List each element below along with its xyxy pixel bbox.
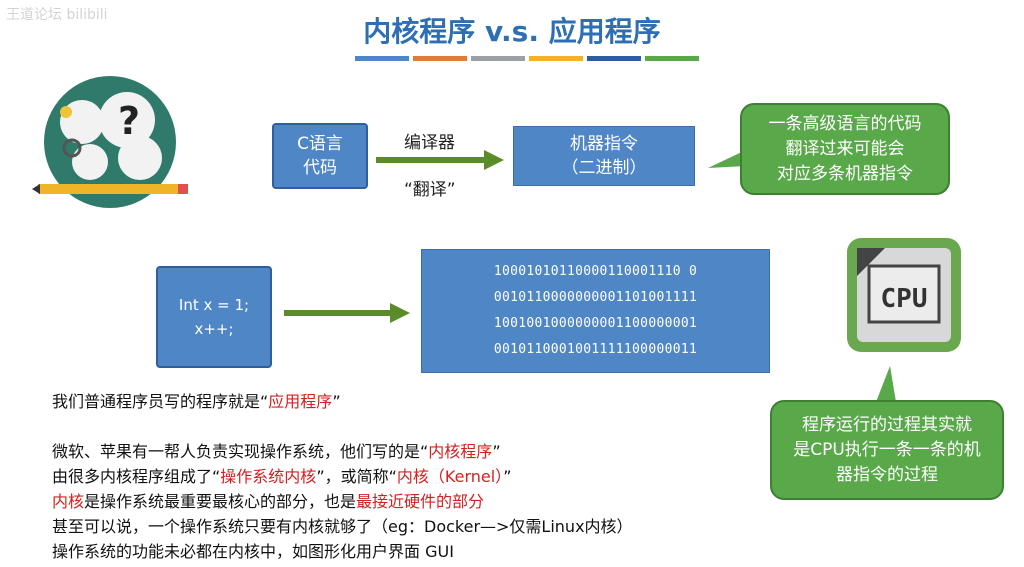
machine-instruction-box: 机器指令 （二进制） xyxy=(513,126,695,186)
compile-arrow xyxy=(376,150,504,170)
color-bar xyxy=(645,56,699,61)
highlight-kernel-program: 内核程序 xyxy=(428,442,493,461)
callout-pointer-bottom xyxy=(876,366,896,402)
color-bar xyxy=(355,56,409,61)
highlight-application: 应用程序 xyxy=(268,392,333,411)
color-bar xyxy=(471,56,525,61)
color-bar xyxy=(413,56,467,61)
body-line-1: 我们普通程序员写的程序就是“应用程序” xyxy=(52,392,341,411)
highlight-os-kernel: 操作系统内核 xyxy=(220,467,317,486)
callout-top-line-3: 对应多条机器指令 xyxy=(777,163,913,184)
c-code-scroll: C语言 代码 xyxy=(272,123,368,189)
c-code-label-2: 代码 xyxy=(303,158,337,178)
c-code-label-1: C语言 xyxy=(297,134,343,154)
highlight-kernel-word: 内核 xyxy=(52,492,85,511)
callout-bottom-line-2: 是CPU执行一条一条的机 xyxy=(793,439,981,460)
color-bar xyxy=(587,56,641,61)
int-code-scroll: Int x = 1; x++; xyxy=(156,266,272,368)
watermark: 王道论坛 bilibili xyxy=(6,7,108,23)
binary-line: 0010110000000001101001111 xyxy=(493,290,698,305)
callout-bottom-line-3: 器指令的过程 xyxy=(835,464,938,485)
binary-line: 1001001000000001100000001 xyxy=(493,316,698,331)
translate-label: “翻译” xyxy=(404,180,456,200)
binary-line: 10001010110000110001110 0 xyxy=(493,264,698,279)
slide-title: 内核程序 v.s. 应用程序 xyxy=(363,15,661,48)
callout-top-line-1: 一条高级语言的代码 xyxy=(768,113,922,134)
highlight-kernel: 内核（Kernel） xyxy=(396,467,504,486)
binary-label: （二进制） xyxy=(561,158,647,178)
highlight-hardware: 最接近硬件的部分 xyxy=(356,492,485,511)
body-line-3: 由很多内核程序组成了“操作系统内核”，或简称“内核（Kernel）” xyxy=(52,467,512,486)
svg-text:?: ? xyxy=(118,99,140,143)
body-line-2: 微软、苹果有一帮人负责实现操作系统，他们写的是“内核程序” xyxy=(52,442,501,461)
callout-pointer xyxy=(708,150,746,168)
color-bar xyxy=(529,56,583,61)
body-line-4: 内核是操作系统最重要最核心的部分，也是最接近硬件的部分 xyxy=(52,492,485,511)
callout-bottom-line-1: 程序运行的过程其实就 xyxy=(801,414,972,435)
callout-top-line-2: 翻译过来可能会 xyxy=(785,138,905,159)
cpu-text: CPU xyxy=(881,284,928,314)
body-line-6: 操作系统的功能未必都在内核中，如图形化用户界面 GUI xyxy=(52,542,454,561)
cpu-icon: CPU xyxy=(847,238,961,352)
machine-instruction-label: 机器指令 xyxy=(570,134,638,154)
compiler-label: 编译器 xyxy=(404,133,455,153)
callout-multiple-instructions: 一条高级语言的代码 翻译过来可能会 对应多条机器指令 xyxy=(740,103,950,195)
binary-code-box: 10001010110000110001110 0 00101100000000… xyxy=(421,249,770,373)
binary-line: 0010110001001111100000011 xyxy=(493,342,698,357)
body-line-5: 甚至可以说，一个操作系统只要有内核就够了（eg：Docker—>仅需Linux内… xyxy=(52,517,633,536)
code-line-2: x++; xyxy=(194,320,234,338)
code-line-1: Int x = 1; xyxy=(178,296,250,314)
callout-cpu-execution: 程序运行的过程其实就 是CPU执行一条一条的机 器指令的过程 xyxy=(770,400,1004,500)
execute-arrow xyxy=(284,303,410,323)
thinking-illustration: ? xyxy=(32,76,188,208)
